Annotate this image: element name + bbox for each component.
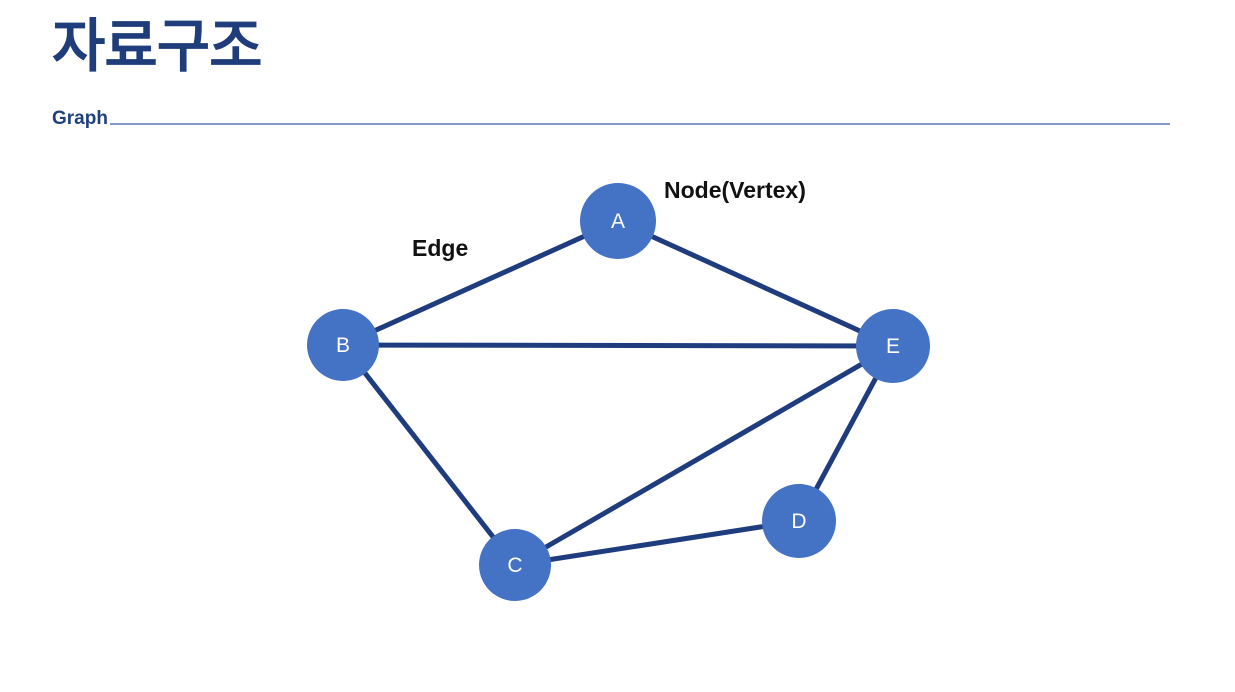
slide-subtitle: Graph — [52, 108, 110, 130]
graph-node-label-a: A — [611, 210, 625, 233]
graph-node-circle-c — [479, 529, 551, 601]
graph-diagram: A B C D E Node(Vertex) Edge — [0, 140, 1235, 692]
graph-node-label-c: C — [507, 554, 522, 577]
graph-node-label-e: E — [886, 335, 900, 358]
graph-edge-b-c — [340, 342, 518, 568]
graph-edge-b-a — [340, 218, 621, 348]
graph-node-circle-b — [307, 309, 379, 381]
graph-edge-c-d — [512, 518, 802, 568]
annotation-label-node-vertex: Node(Vertex) — [664, 177, 806, 203]
graph-edge-a-e — [615, 218, 896, 349]
graph-node-label-d: D — [791, 510, 806, 533]
graph-node-label-b: B — [336, 334, 350, 357]
header-divider — [52, 123, 1170, 125]
graph-node-d: D — [762, 484, 836, 558]
graph-annotations-group: Node(Vertex) Edge — [412, 177, 806, 261]
subtitle-row: Graph — [52, 108, 1172, 134]
graph-node-circle-e — [856, 309, 930, 383]
graph-nodes-group: A B C D E — [307, 183, 930, 601]
graph-node-circle-a — [580, 183, 656, 259]
graph-node-circle-d — [762, 484, 836, 558]
graph-node-c: C — [479, 529, 551, 601]
page-title: 자료구조 — [52, 14, 262, 79]
graph-node-b: B — [307, 309, 379, 381]
graph-node-a: A — [580, 183, 656, 259]
graph-edge-c-e — [512, 343, 896, 568]
graph-node-e: E — [856, 309, 930, 383]
annotation-label-edge: Edge — [412, 235, 468, 261]
graph-edge-b-e — [340, 342, 896, 349]
